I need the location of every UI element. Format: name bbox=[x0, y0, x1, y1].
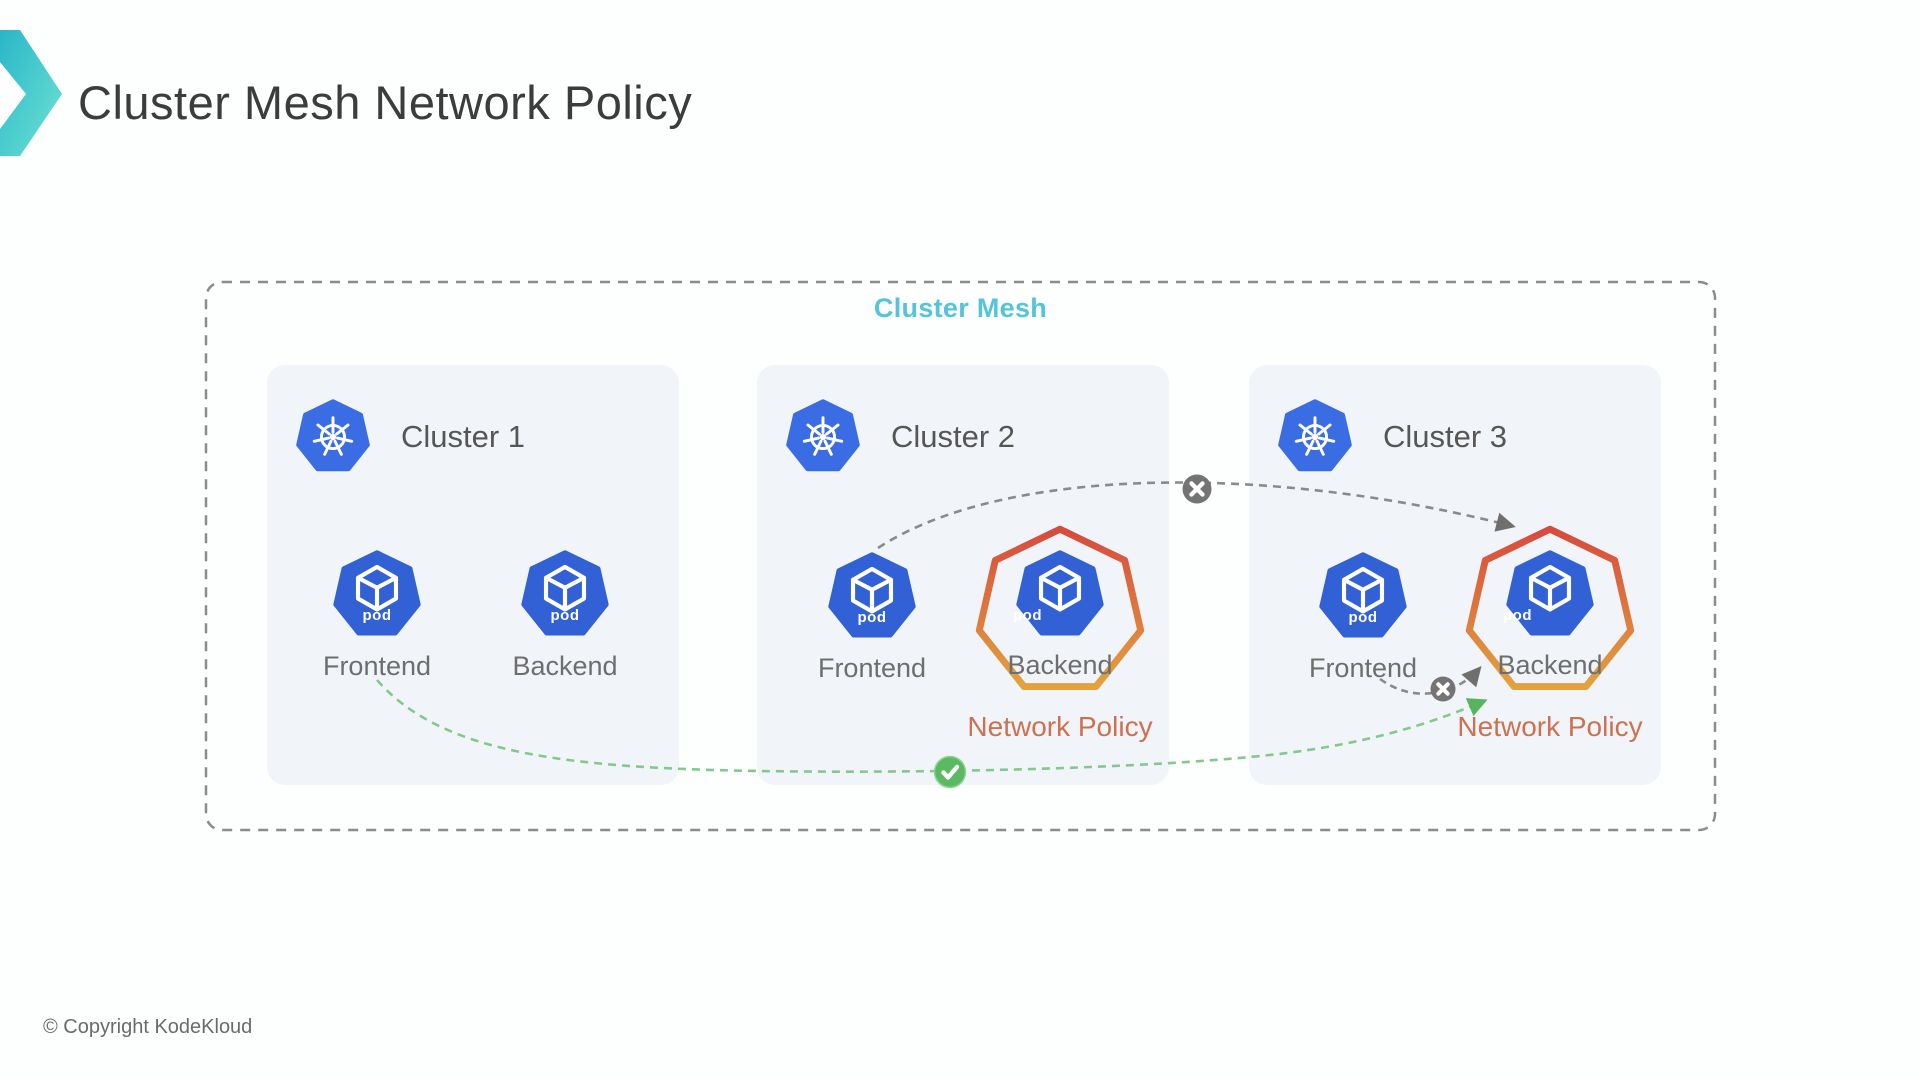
cluster-2-frontend-pod: pod Frontend bbox=[802, 550, 942, 684]
cluster-1-backend-label: Backend bbox=[512, 651, 618, 681]
pod-icon bbox=[825, 550, 919, 644]
pod-badge: pod bbox=[550, 607, 580, 624]
kubernetes-icon bbox=[293, 397, 373, 477]
cluster-mesh-label: Cluster Mesh bbox=[873, 293, 1048, 323]
cluster-3-backend-network-policy-group: pod Backend bbox=[1458, 520, 1642, 704]
cluster-3-backend-label: Backend bbox=[1497, 650, 1603, 680]
cluster-1-frontend-pod: pod Frontend bbox=[307, 548, 447, 682]
cluster-2-network-policy-label: Network Policy bbox=[967, 711, 1153, 742]
pod-badge: pod bbox=[362, 607, 392, 624]
pod-icon bbox=[518, 548, 612, 642]
pod-icon bbox=[330, 548, 424, 642]
cluster-2-frontend-label: Frontend bbox=[817, 653, 927, 683]
cluster-2-name: Cluster 2 bbox=[891, 419, 1016, 454]
pod-badge: pod bbox=[1348, 609, 1378, 626]
cluster-1-name: Cluster 1 bbox=[401, 419, 526, 454]
pod-icon bbox=[1503, 548, 1597, 642]
kubernetes-icon bbox=[1275, 397, 1355, 477]
pod-icon bbox=[1316, 550, 1410, 644]
cluster-3-frontend-label: Frontend bbox=[1308, 653, 1418, 683]
pod-badge: pod bbox=[1503, 607, 1532, 624]
cluster-1-frontend-label: Frontend bbox=[322, 651, 432, 681]
cluster-2-backend-label: Backend bbox=[1007, 650, 1113, 680]
cluster-2-card: Cluster 2 pod Frontend pod Backend Netwo… bbox=[757, 365, 1169, 785]
cluster-3-card: Cluster 3 pod Frontend pod Backend Netwo… bbox=[1249, 365, 1661, 785]
cluster-3-frontend-pod: pod Frontend bbox=[1293, 550, 1433, 684]
cluster-3-network-policy-label: Network Policy bbox=[1457, 711, 1643, 742]
kodekloud-logo-chevron bbox=[0, 30, 62, 156]
kubernetes-icon bbox=[783, 397, 863, 477]
page-title: Cluster Mesh Network Policy bbox=[78, 76, 693, 129]
cluster-1-card: Cluster 1 pod Frontend pod Backend bbox=[267, 365, 679, 785]
blocked-icon bbox=[1182, 474, 1212, 504]
cluster-3-name: Cluster 3 bbox=[1383, 419, 1508, 454]
pod-badge: pod bbox=[1013, 607, 1042, 624]
cluster-2-backend-network-policy-group: pod Backend bbox=[968, 520, 1152, 704]
pod-badge: pod bbox=[857, 609, 887, 626]
copyright-text: © Copyright KodeKloud bbox=[43, 1016, 253, 1038]
cluster-1-backend-pod: pod Backend bbox=[495, 548, 635, 682]
pod-icon bbox=[1013, 548, 1107, 642]
